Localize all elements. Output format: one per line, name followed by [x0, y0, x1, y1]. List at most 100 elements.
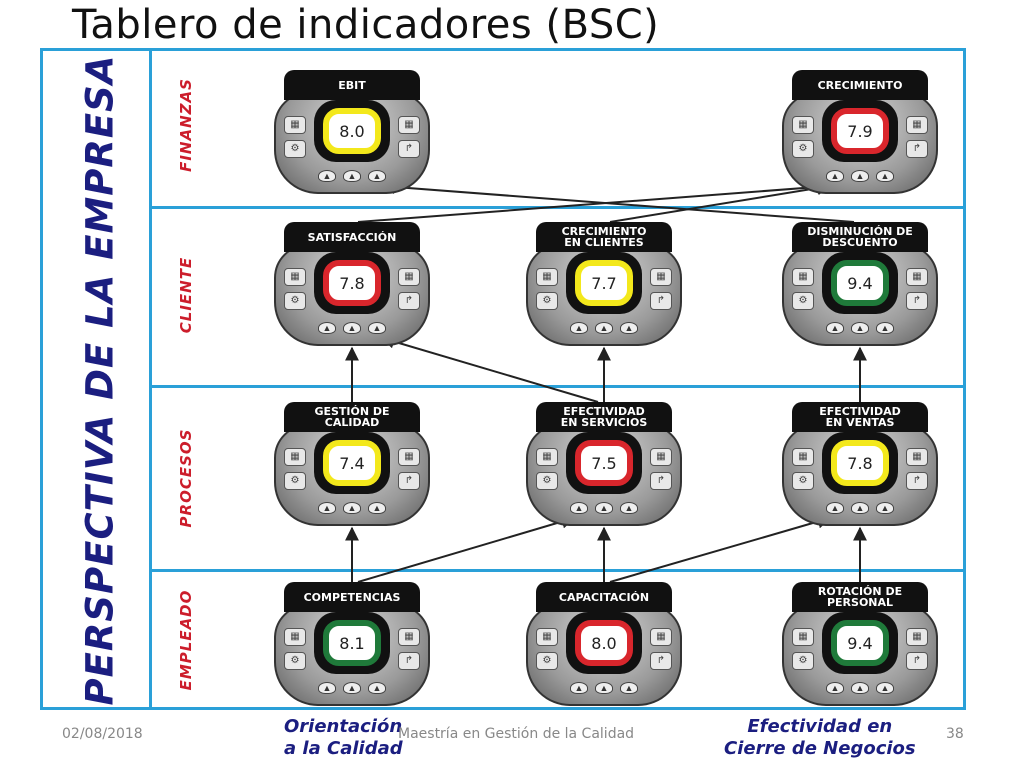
gauge-label: SATISFACCIÓN: [284, 222, 420, 252]
column-divider: [149, 48, 152, 710]
arrow-icon: ↱: [650, 652, 672, 670]
display-bezel: 7.9: [822, 100, 898, 162]
arrow-icon: ↱: [398, 472, 420, 490]
diagram-frame: [40, 48, 966, 710]
arrow-icon: ↱: [398, 652, 420, 670]
arrow-icon: ▲: [570, 322, 588, 334]
gauge-label: ROTACIÓN DE PERSONAL: [792, 582, 928, 612]
gear-icon: ⚙: [536, 472, 558, 490]
indicator-value: 7.7: [575, 260, 633, 306]
arrow-icon: ▲: [620, 682, 638, 694]
bottom-left-caption: Orientación a la Calidad: [284, 716, 403, 759]
gear-icon: ⚙: [792, 140, 814, 158]
arrow-icon: ▲: [318, 170, 336, 182]
arrow-icon: ▲: [876, 322, 894, 334]
row-label-finanzas: FINANZAS: [177, 78, 195, 172]
indicator-value: 7.8: [831, 440, 889, 486]
arrow-icon: ▲: [851, 170, 869, 182]
gauge-satisfaccion: SATISFACCIÓN▦⚙▦↱7.8▲▲▲: [274, 222, 430, 346]
arrow-icon: ↱: [650, 292, 672, 310]
gauge-label: CRECIMIENTO EN CLIENTES: [536, 222, 672, 252]
display-bezel: 9.4: [822, 252, 898, 314]
arrow-icon: ▲: [368, 682, 386, 694]
arrow-icon: ▲: [876, 502, 894, 514]
row-divider: [150, 206, 966, 209]
gear-icon: ⚙: [792, 292, 814, 310]
arrow-icon: ↱: [398, 292, 420, 310]
gauge-label: GESTIÓN DE CALIDAD: [284, 402, 420, 432]
display-bezel: 8.1: [314, 612, 390, 674]
display-bezel: 8.0: [566, 612, 642, 674]
arrow-icon: ▲: [595, 322, 613, 334]
chart-icon: ▦: [792, 448, 814, 466]
gauge-capacitacion: CAPACITACIÓN▦⚙▦↱8.0▲▲▲: [526, 582, 682, 706]
chart-icon: ▦: [792, 628, 814, 646]
chart-icon: ▦: [650, 268, 672, 286]
gauge-label: EFECTIVIDAD EN SERVICIOS: [536, 402, 672, 432]
footer-date: 02/08/2018: [62, 726, 143, 742]
display-bezel: 8.0: [314, 100, 390, 162]
gauge-label: COMPETENCIAS: [284, 582, 420, 612]
arrow-icon: ▲: [368, 170, 386, 182]
arrow-icon: ▲: [343, 682, 361, 694]
gauge-gestion-calidad: GESTIÓN DE CALIDAD▦⚙▦↱7.4▲▲▲: [274, 402, 430, 526]
arrow-icon: ▲: [851, 502, 869, 514]
gear-icon: ⚙: [284, 140, 306, 158]
slide-title: Tablero de indicadores (BSC): [72, 2, 660, 48]
gauge-competencias: COMPETENCIAS▦⚙▦↱8.1▲▲▲: [274, 582, 430, 706]
arrow-icon: ↱: [906, 472, 928, 490]
arrow-icon: ↱: [906, 140, 928, 158]
arrow-icon: ↱: [650, 472, 672, 490]
chart-icon: ▦: [284, 268, 306, 286]
gear-icon: ⚙: [792, 472, 814, 490]
arrow-icon: ▲: [318, 502, 336, 514]
gear-icon: ⚙: [536, 652, 558, 670]
arrow-icon: ▲: [318, 682, 336, 694]
display-bezel: 7.8: [314, 252, 390, 314]
chart-icon: ▦: [284, 116, 306, 134]
gear-icon: ⚙: [284, 472, 306, 490]
footer-course: Maestría en Gestión de la Calidad: [398, 726, 635, 742]
arrow-icon: ▲: [826, 502, 844, 514]
gauge-crecimiento: CRECIMIENTO▦⚙▦↱7.9▲▲▲: [782, 70, 938, 194]
arrow-icon: ▲: [851, 322, 869, 334]
indicator-value: 7.8: [323, 260, 381, 306]
chart-icon: ▦: [906, 116, 928, 134]
arrow-icon: ▲: [826, 322, 844, 334]
chart-icon: ▦: [792, 268, 814, 286]
gear-icon: ⚙: [284, 652, 306, 670]
arrow-icon: ▲: [620, 322, 638, 334]
gear-icon: ⚙: [284, 292, 306, 310]
gauge-disminucion-descuento: DISMINUCIÓN DE DESCUENTO▦⚙▦↱9.4▲▲▲: [782, 222, 938, 346]
arrow-icon: ↱: [906, 652, 928, 670]
arrow-icon: ▲: [343, 170, 361, 182]
gear-icon: ⚙: [792, 652, 814, 670]
display-bezel: 7.8: [822, 432, 898, 494]
indicator-value: 8.0: [323, 108, 381, 154]
chart-icon: ▦: [906, 628, 928, 646]
row-divider: [150, 385, 966, 388]
indicator-value: 8.1: [323, 620, 381, 666]
row-label-empleado: EMPLEADO: [177, 589, 195, 691]
arrow-icon: ▲: [826, 682, 844, 694]
chart-icon: ▦: [536, 628, 558, 646]
display-bezel: 7.4: [314, 432, 390, 494]
indicator-value: 7.4: [323, 440, 381, 486]
chart-icon: ▦: [536, 268, 558, 286]
arrow-icon: ▲: [570, 502, 588, 514]
gauge-ebit: EBIT▦⚙▦↱8.0▲▲▲: [274, 70, 430, 194]
chart-icon: ▦: [398, 116, 420, 134]
chart-icon: ▦: [906, 268, 928, 286]
gauge-rotacion-personal: ROTACIÓN DE PERSONAL▦⚙▦↱9.4▲▲▲: [782, 582, 938, 706]
arrow-icon: ▲: [595, 682, 613, 694]
chart-icon: ▦: [398, 628, 420, 646]
perspective-title: PERSPECTIVA DE LA EMPRESA: [78, 54, 122, 706]
gear-icon: ⚙: [536, 292, 558, 310]
display-bezel: 9.4: [822, 612, 898, 674]
gauge-label: EFECTIVIDAD EN VENTAS: [792, 402, 928, 432]
display-bezel: 7.5: [566, 432, 642, 494]
chart-icon: ▦: [398, 268, 420, 286]
arrow-icon: ▲: [343, 322, 361, 334]
arrow-icon: ▲: [343, 502, 361, 514]
page-number: 38: [946, 726, 964, 742]
